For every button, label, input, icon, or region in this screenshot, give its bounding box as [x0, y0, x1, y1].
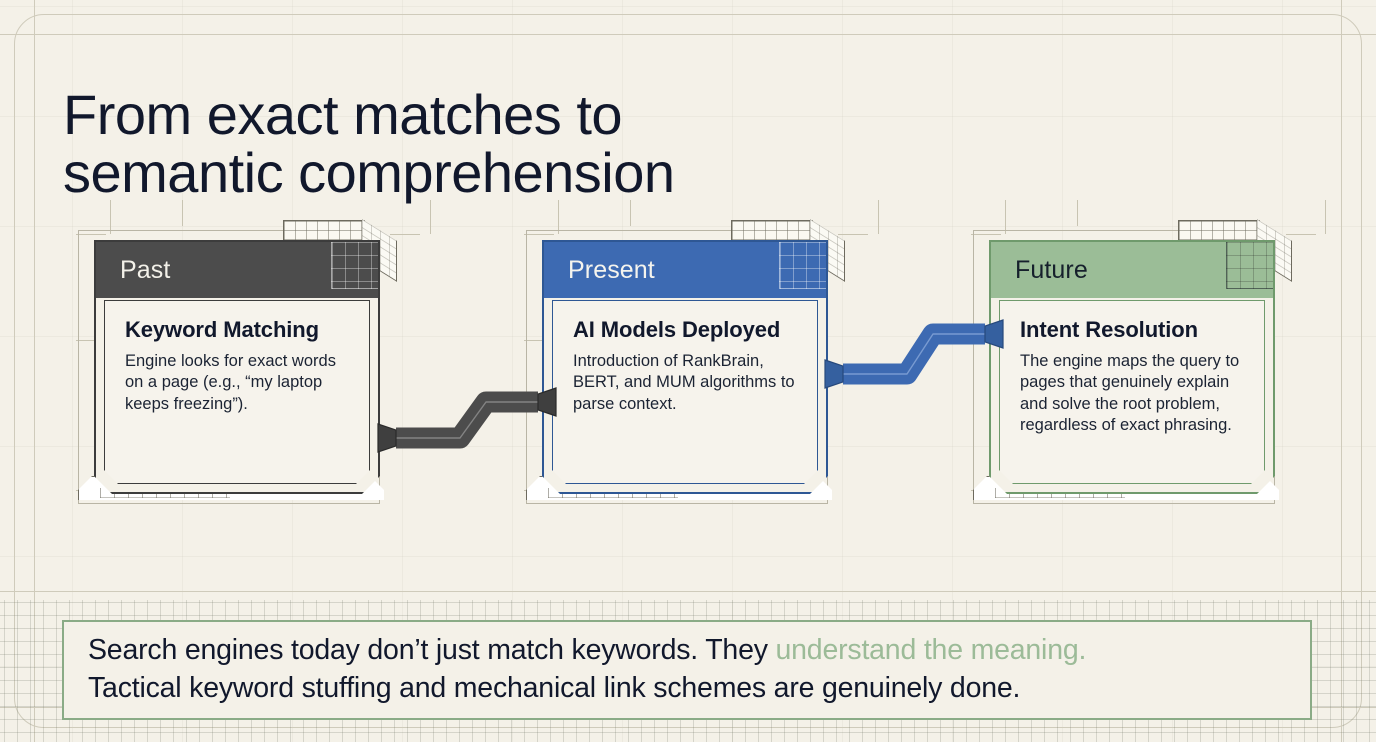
card-surface-past: Past Keyword Matching Engine looks for e… — [94, 240, 380, 494]
timeline-card-future[interactable]: Future Intent Resolution The engine maps… — [965, 208, 1292, 528]
page-title-line-1: From exact matches to — [63, 82, 623, 146]
card-surface-future: Future Intent Resolution The engine maps… — [989, 240, 1275, 494]
card-description-past: Engine looks for exact words on a page (… — [125, 352, 336, 413]
card-body-present: AI Models Deployed Introduction of RankB… — [552, 300, 818, 484]
banner-line-1-highlight: understand the meaning. — [775, 634, 1087, 667]
banner-line-1-lead: Search engines today don’t just match ke… — [88, 634, 776, 667]
folded-corner-icon-past — [331, 242, 378, 289]
timeline-diagram: Past Keyword Matching Engine looks for e… — [0, 190, 1376, 560]
folded-corner-icon-future — [1226, 242, 1273, 289]
summary-banner-text: Search engines today don’t just match ke… — [88, 632, 1086, 707]
timeline-card-present[interactable]: Present AI Models Deployed Introduction … — [518, 208, 845, 528]
timeline-card-past[interactable]: Past Keyword Matching Engine looks for e… — [70, 208, 397, 528]
connector-present-to-future — [824, 290, 1005, 400]
folded-corner-icon-present — [779, 242, 826, 289]
band-divider-rule — [0, 591, 1376, 593]
card-body-future: Intent Resolution The engine maps the qu… — [999, 300, 1265, 484]
card-header-present: Present — [544, 242, 826, 298]
card-header-label-future: Future — [1015, 255, 1088, 284]
banner-line-2: Tactical keyword stuffing and mechanical… — [88, 672, 1021, 704]
card-title-present: AI Models Deployed — [573, 317, 781, 342]
card-description-present: Introduction of RankBrain, BERT, and MUM… — [573, 352, 795, 413]
page-title: From exact matches to semantic comprehen… — [63, 82, 675, 205]
card-title-past: Keyword Matching — [125, 317, 319, 342]
card-title-future: Intent Resolution — [1020, 317, 1198, 342]
summary-banner: Search engines today don’t just match ke… — [62, 620, 1312, 720]
card-header-label-present: Present — [568, 255, 655, 284]
card-description-future: The engine maps the query to pages that … — [1020, 352, 1240, 435]
page-title-line-2: semantic comprehension — [63, 141, 675, 205]
card-header-past: Past — [96, 242, 378, 298]
connector-past-to-present — [377, 358, 558, 468]
card-surface-present: Present AI Models Deployed Introduction … — [542, 240, 828, 494]
card-header-future: Future — [991, 242, 1273, 298]
card-header-label-past: Past — [120, 255, 171, 284]
card-body-past: Keyword Matching Engine looks for exact … — [104, 300, 370, 484]
